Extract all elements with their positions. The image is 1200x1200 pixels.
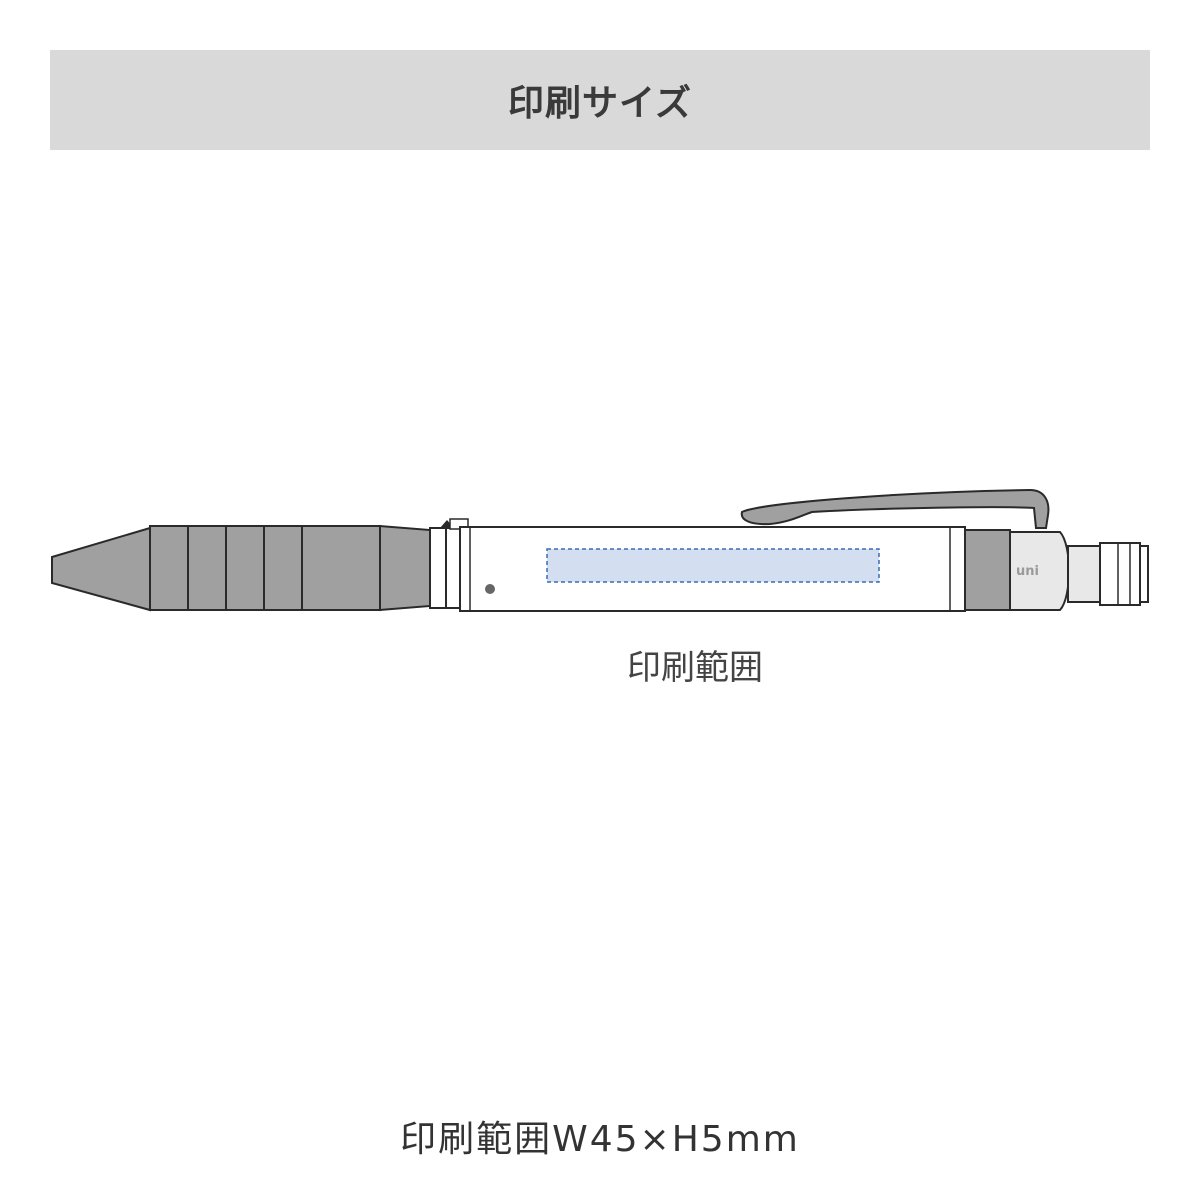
grip-ring (263, 525, 303, 611)
brand-logo: uni (1016, 564, 1039, 579)
pen-tip (51, 526, 151, 612)
grip-ring (149, 525, 189, 611)
grip-ring (225, 525, 265, 611)
print-area-label: 印刷範囲 (627, 648, 763, 688)
barrel-dot (485, 584, 495, 594)
grip-ring (187, 525, 227, 611)
knock-base (1067, 545, 1101, 603)
pen-clip (740, 488, 1050, 529)
end-ring (964, 529, 1011, 611)
print-area (546, 548, 880, 583)
header-bar: 印刷サイズ (50, 50, 1150, 150)
front-taper (379, 524, 431, 612)
print-size-caption: 印刷範囲W45×H5mm (400, 1119, 800, 1160)
knock-button (1099, 542, 1141, 606)
grip-sleeve (301, 525, 381, 611)
page-title: 印刷サイズ (508, 83, 692, 124)
